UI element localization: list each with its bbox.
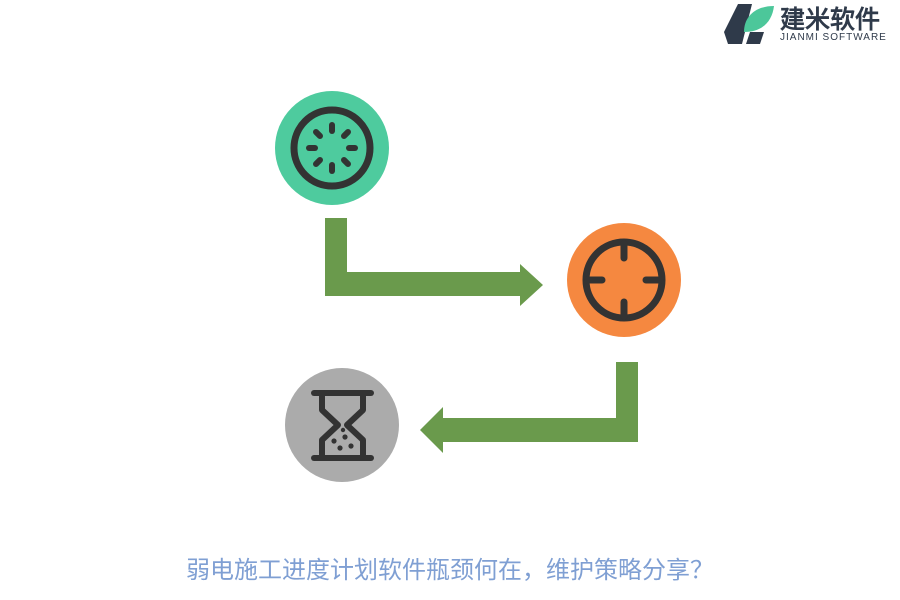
target-crosshair-icon: [582, 238, 666, 322]
brand-logo: 建米软件 JIANMI SOFTWARE: [724, 2, 900, 46]
brand-subtitle: JIANMI SOFTWARE: [780, 32, 887, 43]
step-circle-hourglass: [285, 368, 399, 482]
flow-diagram: [275, 91, 681, 482]
step-circle-target: [567, 223, 681, 337]
arrow-right: [325, 218, 543, 306]
step-circle-loading: [275, 91, 389, 205]
hourglass-icon: [311, 390, 374, 461]
arrow-left: [420, 362, 638, 453]
brand-mark-icon: [724, 4, 774, 44]
caption-title: 弱电施工进度计划软件瓶颈何在，维护策略分享？: [186, 556, 714, 584]
loading-icon: [290, 106, 374, 190]
brand-name: 建米软件: [780, 5, 881, 34]
